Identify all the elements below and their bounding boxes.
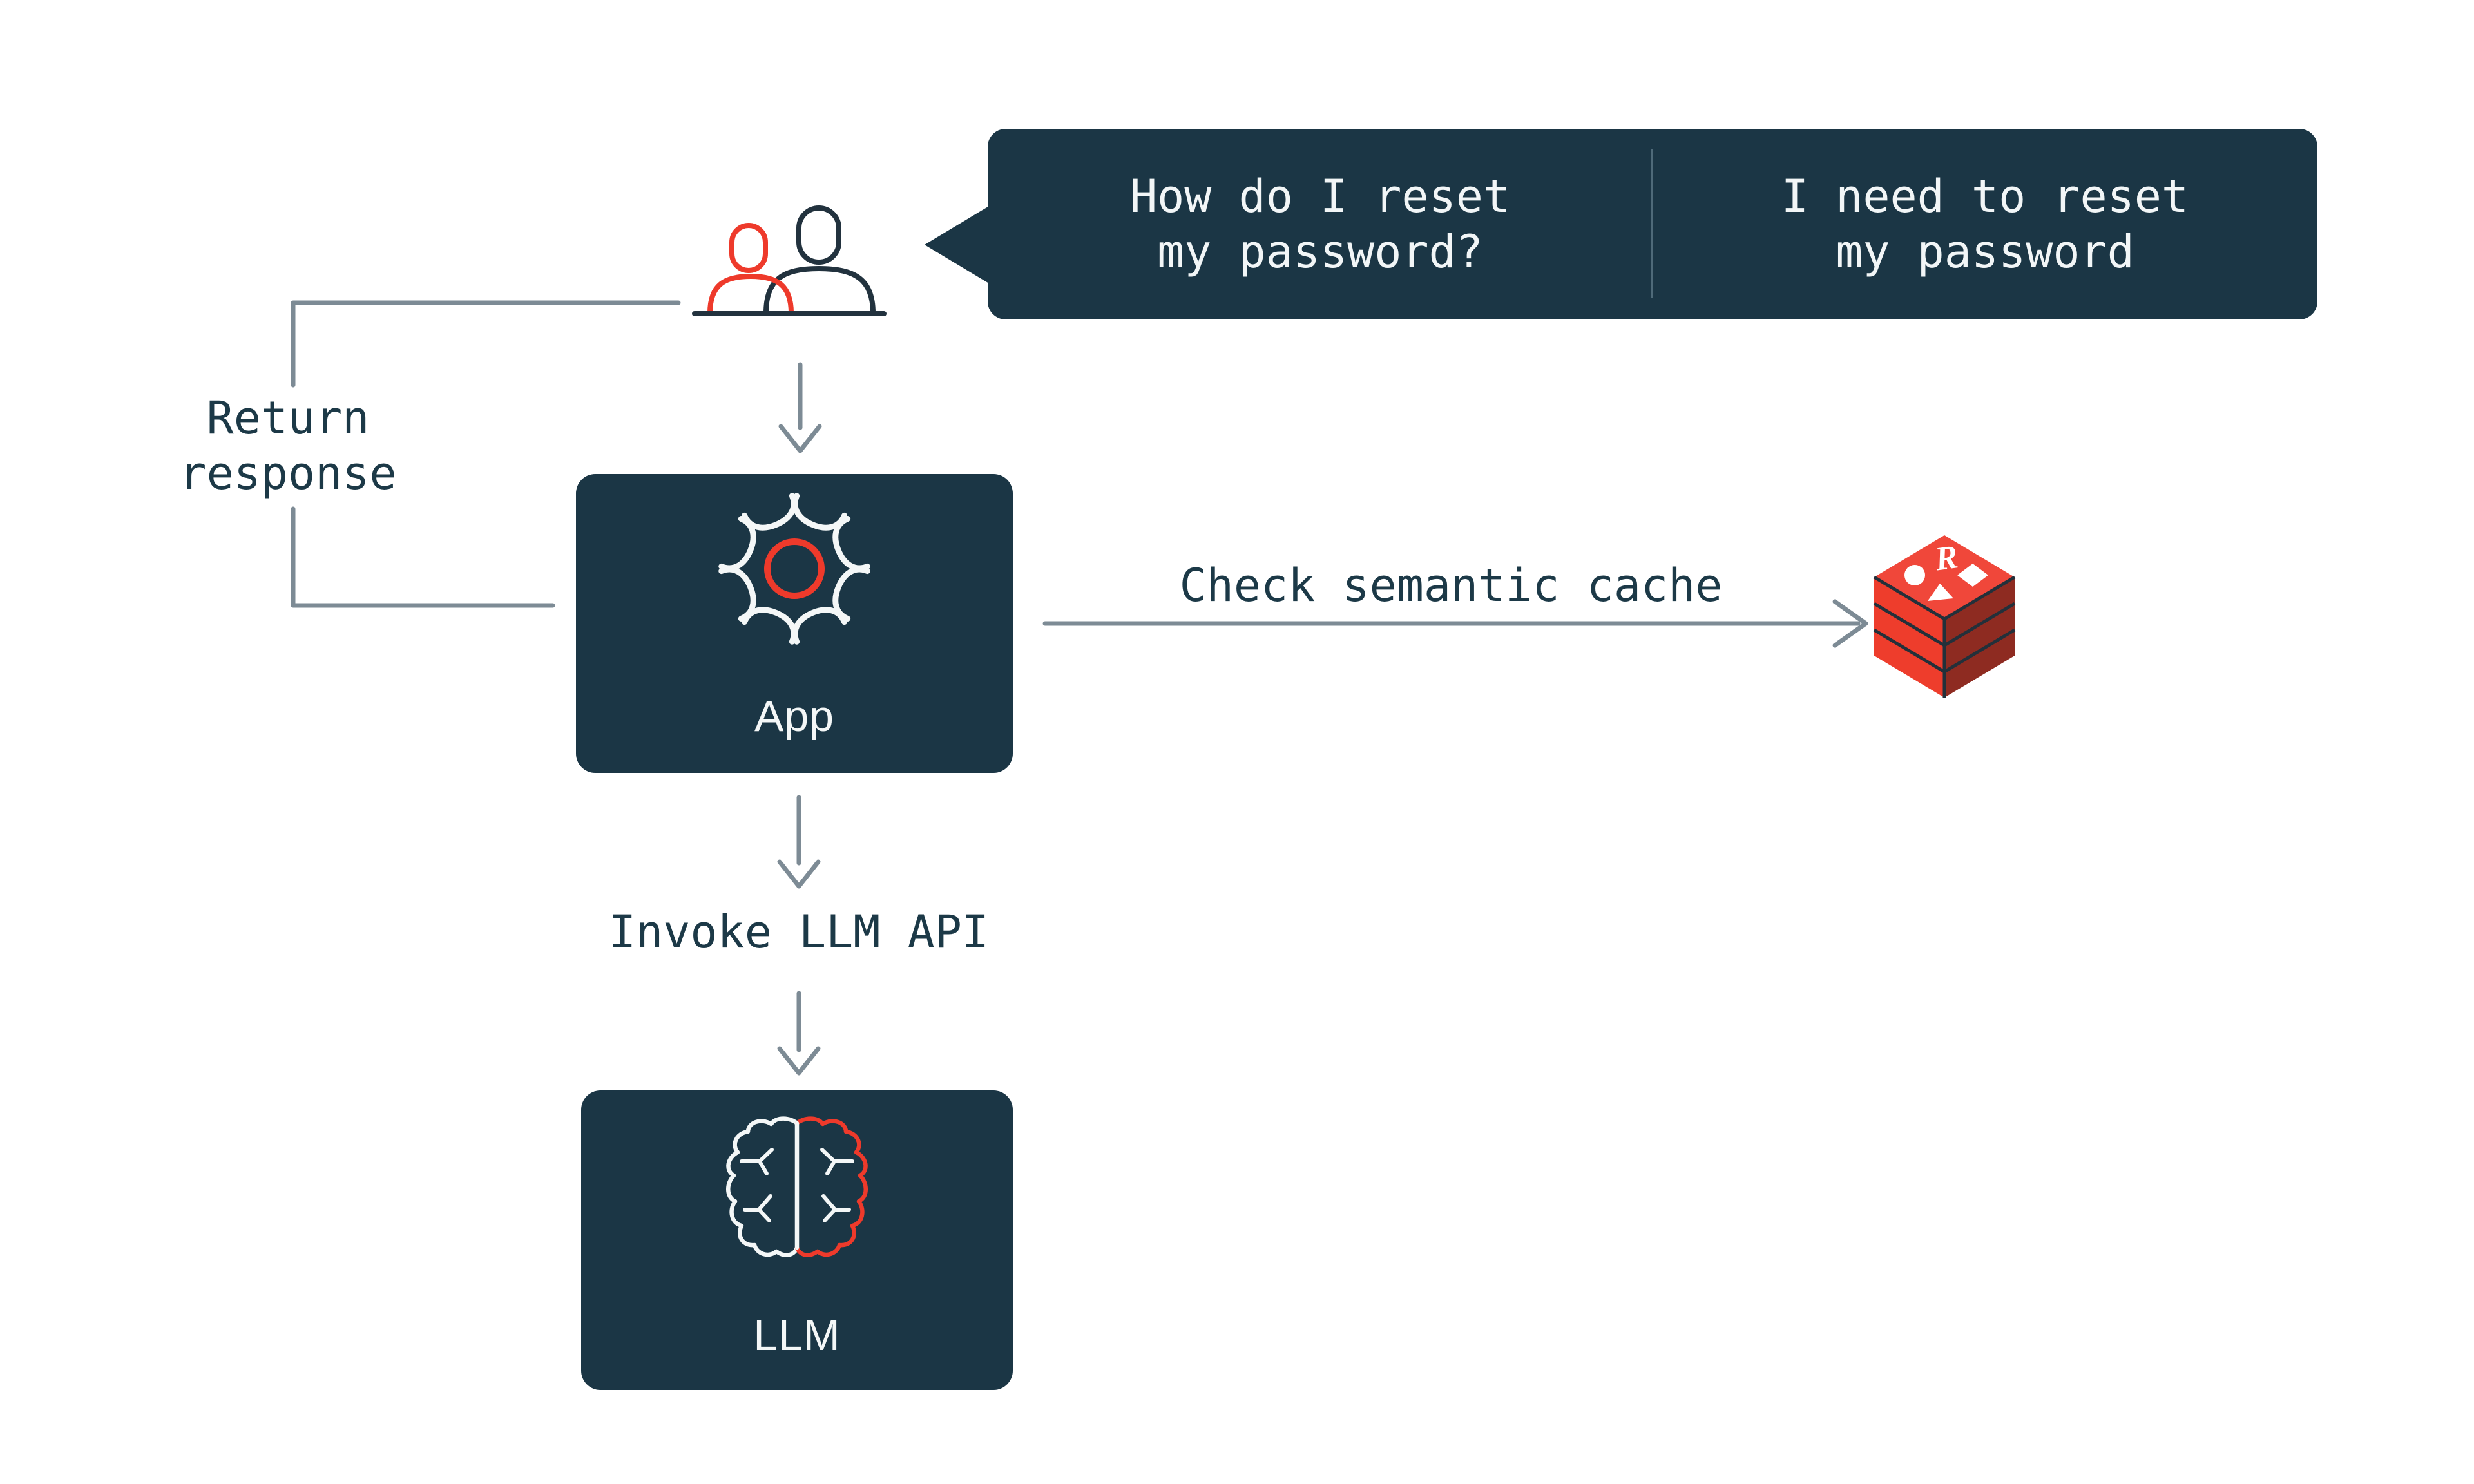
llm-node: LLM	[581, 1090, 1013, 1390]
return-response-line1: Return	[206, 392, 370, 444]
return-response-line2: response	[179, 447, 397, 500]
app-to-invoke-arrow	[777, 795, 821, 889]
bubble-left-line2: my password?	[1157, 225, 1483, 278]
invoke-llm-label: Invoke LLM API	[608, 906, 989, 958]
llm-label: LLM	[753, 1311, 841, 1360]
redis-icon: R	[1873, 535, 2016, 698]
brain-icon	[726, 1116, 868, 1257]
return-response-line-top	[291, 300, 681, 388]
svg-text:R: R	[1932, 538, 1960, 578]
app-label: App	[754, 692, 834, 741]
bubble-left-line1: How do I reset	[1129, 170, 1510, 223]
users-to-app-arrow	[778, 362, 822, 453]
users-icon	[692, 205, 887, 316]
gear-icon	[718, 493, 870, 645]
return-response-line-bottom	[291, 506, 555, 608]
bubble-tail	[925, 206, 989, 283]
bubble-right-line1: I need to reset	[1781, 170, 2189, 223]
redis-right-face	[1944, 577, 2015, 698]
check-cache-label: Check semantic cache	[1179, 559, 1723, 612]
app-node: App	[576, 474, 1013, 773]
check-cache-arrow	[1042, 599, 1868, 648]
bubble-right-line2: my password	[1836, 225, 2134, 278]
invoke-to-llm-arrow	[777, 991, 821, 1076]
redis-top-glyphs: R	[1904, 538, 1988, 601]
bubble-divider	[1651, 149, 1653, 298]
redis-left-face	[1874, 577, 1944, 698]
